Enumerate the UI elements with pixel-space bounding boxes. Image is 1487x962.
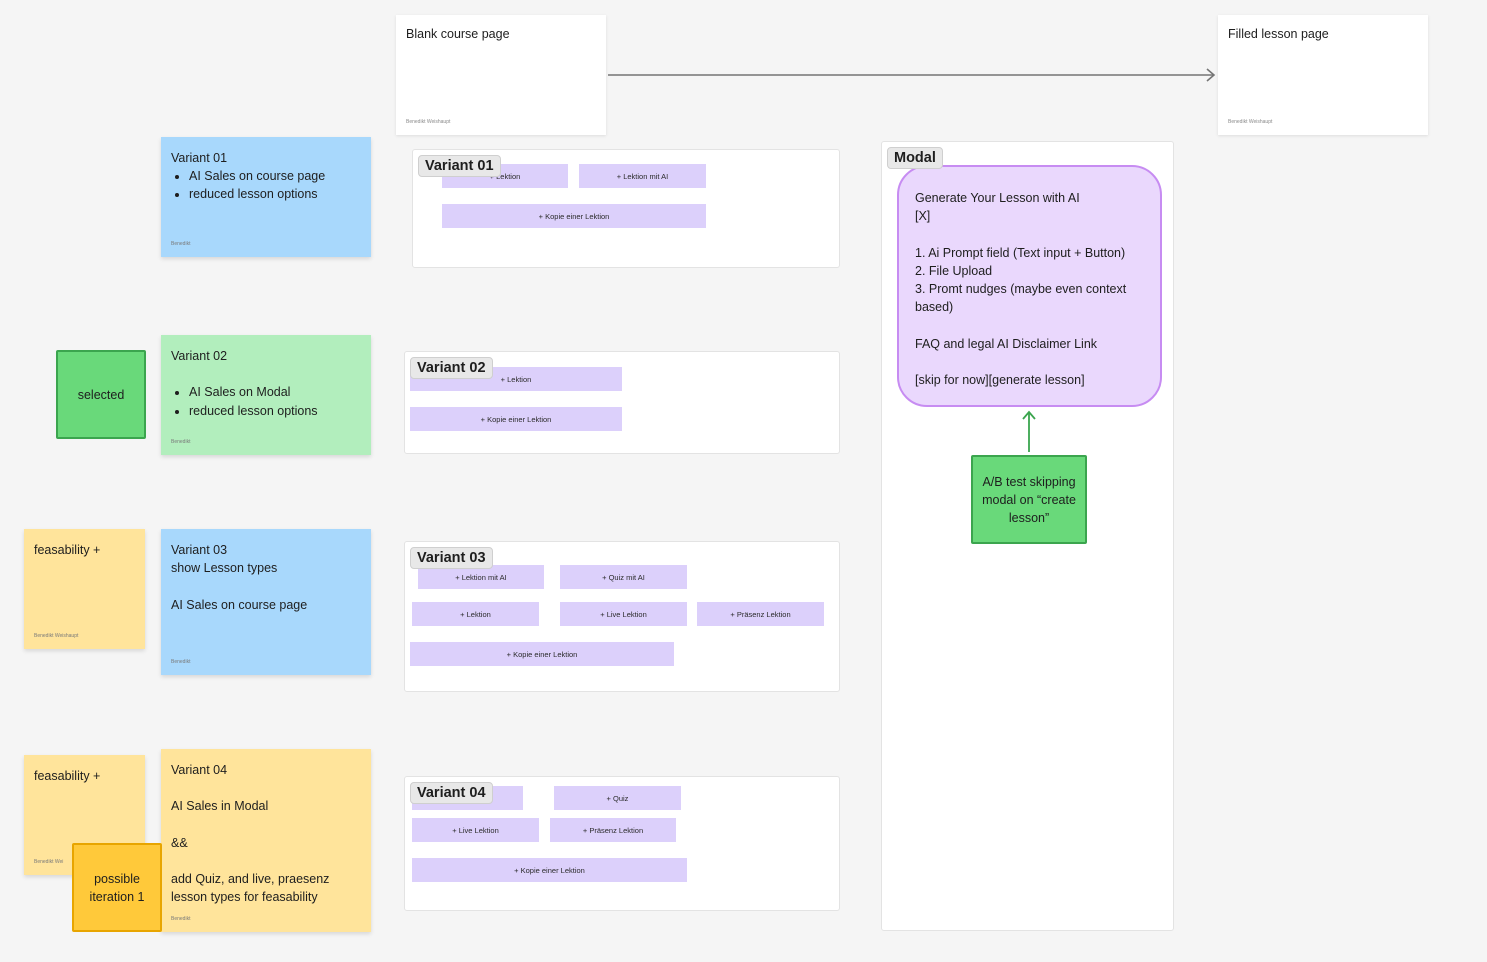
note-line: add Quiz, and live, praesenz lesson type… xyxy=(171,872,330,905)
blank-course-page-card[interactable]: Blank course page Benedikt Weishaupt xyxy=(396,15,606,135)
kopie-lektion-button[interactable]: + Kopie einer Lektion xyxy=(410,642,674,666)
note-title: Variant 02 xyxy=(171,349,228,363)
frame-label: Variant 04 xyxy=(410,782,493,804)
variant-03-note[interactable]: Variant 03 show Lesson types AI Sales on… xyxy=(161,529,371,675)
note-author: Benedikt Weishaupt xyxy=(34,633,79,639)
note-line: && xyxy=(171,835,188,850)
ab-test-label: A/B test skipping modal on “create lesso… xyxy=(982,474,1076,525)
ab-test-note[interactable]: A/B test skipping modal on “create lesso… xyxy=(971,455,1087,544)
flow-arrowhead-icon xyxy=(1206,68,1216,82)
note-author: Benedikt xyxy=(171,439,191,445)
modal-line: Generate Your Lesson with AI xyxy=(915,191,1080,205)
modal-line: 2. File Upload xyxy=(915,263,993,278)
possible-iteration-note[interactable]: possible iteration 1 xyxy=(72,843,162,932)
variant-02-note[interactable]: Variant 02 AI Sales on Modal reduced les… xyxy=(161,335,371,455)
frame-label: Variant 02 xyxy=(410,357,493,379)
lektion-mit-ai-button[interactable]: + Lektion mit AI xyxy=(579,164,706,188)
feasability-text: feasability + xyxy=(34,543,101,557)
feasability-text: feasability + xyxy=(34,769,101,783)
note-bullet: reduced lesson options xyxy=(189,185,361,203)
frame-label: Modal xyxy=(887,147,943,169)
kopie-lektion-button[interactable]: + Kopie einer Lektion xyxy=(412,858,687,882)
frame-label: Variant 03 xyxy=(410,547,493,569)
selected-label: selected xyxy=(77,387,125,402)
filled-lesson-page-card[interactable]: Filled lesson page Benedikt Weishaupt xyxy=(1218,15,1428,135)
note-author: Benedikt xyxy=(171,916,191,922)
kopie-lektion-button[interactable]: + Kopie einer Lektion xyxy=(442,204,706,228)
praesenz-lektion-button[interactable]: + Präsenz Lektion xyxy=(697,602,824,626)
kopie-lektion-button[interactable]: + Kopie einer Lektion xyxy=(410,407,622,431)
modal-line: FAQ and legal AI Disclaimer Link xyxy=(915,336,1098,351)
modal-line: [X] xyxy=(915,209,931,224)
note-bullets: AI Sales on course page reduced lesson o… xyxy=(171,167,361,203)
modal-line: 1. Ai Prompt field (Text input + Button) xyxy=(915,245,1126,260)
page-title: Filled lesson page xyxy=(1228,27,1329,41)
note-bullet: reduced lesson options xyxy=(189,402,361,420)
note-title: Variant 04 xyxy=(171,763,228,777)
note-title: Variant 03 xyxy=(171,543,228,557)
frame-label: Variant 01 xyxy=(418,155,501,177)
note-title: Variant 01 xyxy=(171,151,228,165)
quiz-button[interactable]: + Quiz xyxy=(554,786,681,810)
variant-04-note[interactable]: Variant 04 AI Sales in Modal && add Quiz… xyxy=(161,749,371,932)
live-lektion-button[interactable]: + Live Lektion xyxy=(412,818,539,842)
quiz-mit-ai-button[interactable]: + Quiz mit AI xyxy=(560,565,687,589)
modal-line: [skip for now][generate lesson] xyxy=(915,372,1085,387)
note-author: Benedikt xyxy=(171,659,191,665)
variant-01-note[interactable]: Variant 01 AI Sales on course page reduc… xyxy=(161,137,371,257)
page-author: Benedikt Weishaupt xyxy=(1228,119,1273,125)
note-bullets: AI Sales on Modal reduced lesson options xyxy=(171,383,361,419)
lektion-button[interactable]: + Lektion xyxy=(412,602,539,626)
ab-arrowhead-icon xyxy=(1022,410,1036,420)
feasability-note[interactable]: feasability + Benedikt Weishaupt xyxy=(24,529,145,649)
note-bullet: AI Sales on Modal xyxy=(189,383,361,401)
note-line: AI Sales on course page xyxy=(171,597,308,612)
note-author: Benedikt Wei xyxy=(34,859,64,865)
page-author: Benedikt Weishaupt xyxy=(406,119,451,125)
live-lektion-button[interactable]: + Live Lektion xyxy=(560,602,687,626)
note-bullet: AI Sales on course page xyxy=(189,167,361,185)
lektion-mit-ai-button[interactable]: + Lektion mit AI xyxy=(418,565,544,589)
modal-bubble[interactable]: Generate Your Lesson with AI [X] 1. Ai P… xyxy=(897,165,1162,407)
note-author: Benedikt xyxy=(171,241,191,247)
praesenz-lektion-button[interactable]: + Präsenz Lektion xyxy=(550,818,676,842)
note-line: show Lesson types xyxy=(171,561,278,576)
selected-note[interactable]: selected xyxy=(56,350,146,439)
possible-iteration-label: possible iteration 1 xyxy=(89,871,145,904)
page-title: Blank course page xyxy=(406,27,510,41)
modal-line: 3. Promt nudges (maybe even context base… xyxy=(915,282,1127,315)
note-line: AI Sales in Modal xyxy=(171,799,269,814)
